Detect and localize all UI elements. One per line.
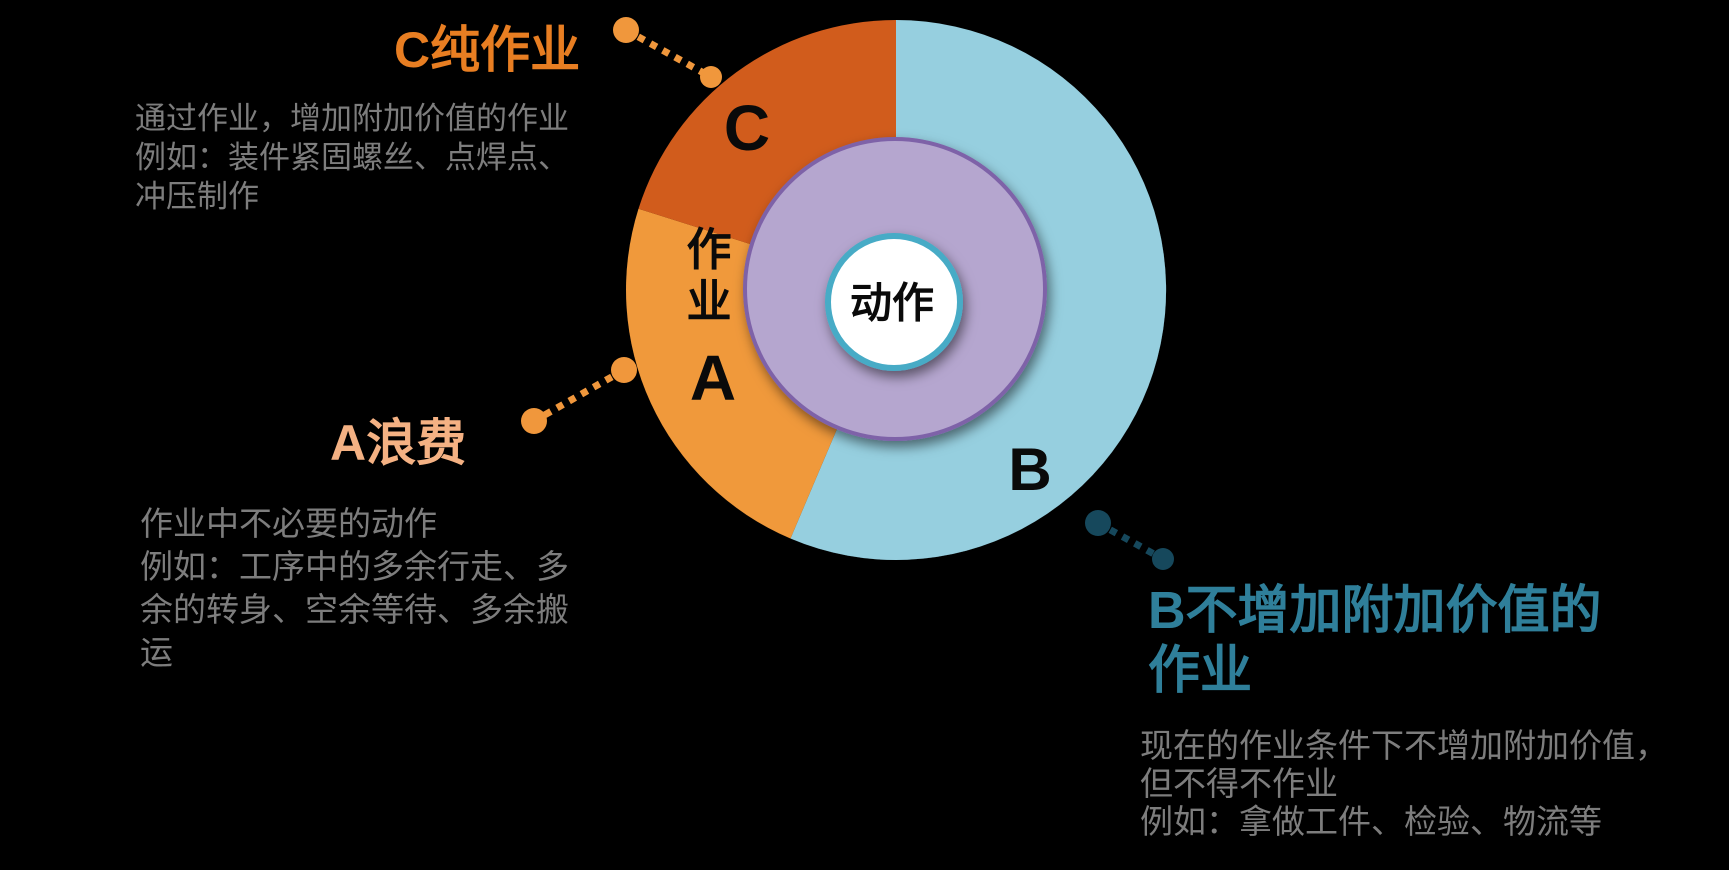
leader-line-c [613, 17, 722, 88]
annotation-b-title: B不增加附加价值的 作业 [1148, 582, 1602, 700]
work-circle-label: 作业 [686, 224, 732, 327]
annotation-c-description: 通过作业，增加附加价值的作业 例如：装件紧固螺丝、点焊点、 冲压制作 [135, 101, 569, 214]
leader-line-a [521, 357, 637, 434]
motion-circle [825, 233, 963, 371]
annotation-a-description: 作业中不必要的动作 例如：工序中的多余行走、多 余的转身、空余等待、多余搬 运 [140, 507, 569, 672]
motion-circle-label: 动作 [849, 279, 935, 327]
slice-letter-a: A [689, 342, 737, 414]
leader-line-b [1085, 510, 1174, 570]
annotation-c-title: C纯作业 [394, 22, 581, 78]
slice-letter-c: C [723, 92, 771, 164]
annotation-b-description: 现在的作业条件下不增加附加价值， 但不得不作业 例如：拿做工件、检验、物流等 [1140, 729, 1668, 841]
annotation-a-title: A浪费 [330, 415, 467, 471]
slice-letter-b: B [1008, 436, 1052, 503]
